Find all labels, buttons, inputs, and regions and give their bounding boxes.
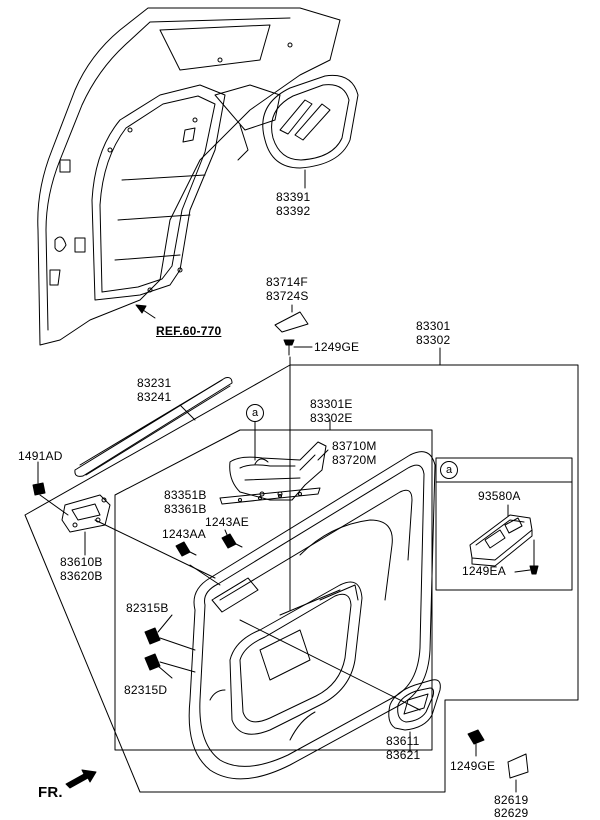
callout-a-main: a <box>246 404 264 422</box>
screw-1249GE-bottom <box>467 729 485 757</box>
switch-bezel-83611 <box>388 679 441 731</box>
label-82629: 82629 <box>494 806 529 820</box>
clip-82315B <box>144 614 196 651</box>
label-83301: 83301 <box>416 319 451 333</box>
speaker-cover-83391 <box>262 74 359 169</box>
label-83351B: 83351B <box>164 488 207 502</box>
label-83621: 83621 <box>386 748 421 762</box>
bracket-83610B <box>61 494 111 533</box>
fr-arrow <box>65 769 97 789</box>
window-switch-93580A <box>469 514 533 567</box>
door-inner-panel <box>37 7 341 346</box>
label-93580A: 93580A <box>478 489 521 503</box>
label-83241: 83241 <box>137 390 172 404</box>
label-1243AA: 1243AA <box>162 527 206 541</box>
detail-a-box <box>435 457 573 591</box>
clip-1491AD <box>32 461 69 516</box>
belt-weatherstrip-83231 <box>74 377 233 477</box>
label-82315B: 82315B <box>126 601 169 615</box>
label-83301E: 83301E <box>310 397 353 411</box>
label-1243AE: 1243AE <box>205 515 249 529</box>
callout-a-detail: a <box>440 461 458 479</box>
clip-82315D <box>144 653 196 679</box>
screw-1249GE-top <box>283 339 313 356</box>
label-1249GE-bottom: 1249GE <box>450 759 496 773</box>
inside-handle-83710M <box>229 441 327 501</box>
label-83611: 83611 <box>386 734 420 748</box>
label-82619: 82619 <box>494 793 529 807</box>
label-82315D: 82315D <box>124 683 168 697</box>
label-83302E: 83302E <box>310 411 353 425</box>
screw-1243AA <box>175 541 197 557</box>
label-83714F: 83714F <box>266 275 308 289</box>
ref-arrow <box>135 304 156 319</box>
label-83620B: 83620B <box>60 569 103 583</box>
label-1491AD: 1491AD <box>18 449 63 463</box>
label-83302: 83302 <box>416 333 451 347</box>
reinforcement-83351B <box>219 487 321 505</box>
label-83710M: 83710M <box>332 439 377 453</box>
cap-82619 <box>507 753 529 779</box>
label-83231: 83231 <box>137 376 172 390</box>
label-83391: 83391 <box>276 190 311 204</box>
screw-1249EA <box>514 539 539 575</box>
label-ref-60-770: REF.60-770 <box>156 324 222 338</box>
label-1249GE-top: 1249GE <box>314 340 360 354</box>
cover-83714F <box>274 311 309 333</box>
label-1249EA: 1249EA <box>462 564 506 578</box>
assembly-outline-83301 <box>24 364 579 793</box>
label-83392: 83392 <box>276 204 311 218</box>
screw-1243AE <box>221 529 243 549</box>
label-83361B: 83361B <box>164 502 207 516</box>
door-trim-panel <box>188 451 436 780</box>
label-83720M: 83720M <box>332 453 377 467</box>
label-83610B: 83610B <box>60 555 103 569</box>
label-83724S: 83724S <box>266 289 309 303</box>
label-fr: FR. <box>38 784 63 801</box>
